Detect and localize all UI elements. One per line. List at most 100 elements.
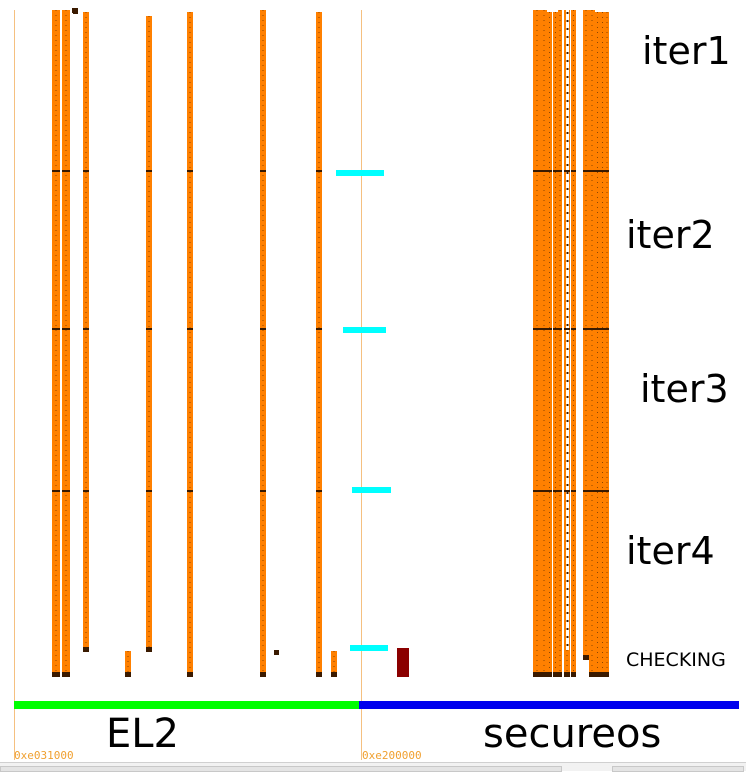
iteration-separator (605, 490, 609, 492)
iteration-separator (83, 490, 89, 492)
label-iter3: iter3 (640, 367, 729, 411)
iteration-separator (533, 170, 541, 172)
iteration-separator (52, 328, 60, 330)
access-endpoint (62, 672, 70, 677)
iteration-separator (571, 170, 576, 172)
iteration-separator (589, 490, 595, 492)
iteration-separator (547, 170, 552, 172)
access-endpoint (187, 672, 193, 677)
iteration-separator (52, 490, 60, 492)
access-column (316, 12, 322, 677)
access-endpoint (553, 672, 558, 677)
access-point (274, 650, 279, 655)
access-column (533, 10, 541, 677)
iteration-separator (595, 490, 600, 492)
region-bar-secureos (359, 701, 739, 709)
iteration-separator (564, 328, 570, 330)
access-column (187, 12, 193, 677)
access-column (541, 10, 547, 677)
iteration-separator (583, 328, 589, 330)
iteration-separator (605, 170, 609, 172)
access-endpoint (589, 672, 595, 677)
access-column (558, 10, 562, 677)
access-endpoint (541, 672, 547, 677)
access-column (52, 10, 60, 677)
access-endpoint (583, 655, 589, 660)
label-iter1: iter1 (642, 29, 731, 73)
iteration-separator (146, 328, 152, 330)
iteration-separator (605, 328, 609, 330)
iteration-separator (553, 490, 558, 492)
iteration-separator (52, 170, 60, 172)
iteration-separator (316, 490, 322, 492)
iteration-separator (541, 490, 547, 492)
iteration-separator (187, 170, 193, 172)
access-column (125, 651, 131, 677)
access-column (571, 10, 576, 677)
access-endpoint (125, 672, 131, 677)
iteration-separator (558, 170, 562, 172)
iteration-separator (541, 170, 547, 172)
iteration-separator (553, 170, 558, 172)
access-endpoint (600, 672, 605, 677)
iteration-separator (571, 328, 576, 330)
access-endpoint (52, 672, 60, 677)
access-column (600, 12, 605, 677)
iteration-separator (541, 328, 547, 330)
label-iter4: iter4 (626, 529, 715, 573)
access-endpoint (260, 672, 266, 677)
access-column (260, 10, 266, 677)
access-column (553, 12, 558, 677)
iteration-separator (260, 328, 266, 330)
iteration-separator (571, 490, 576, 492)
access-endpoint (605, 672, 609, 677)
iteration-separator (600, 170, 605, 172)
scrollbar-segment[interactable] (612, 766, 744, 772)
address-start: 0xe031000 (14, 749, 74, 762)
checking-event (397, 648, 409, 677)
iteration-separator (533, 490, 541, 492)
access-endpoint (595, 672, 600, 677)
iteration-separator (533, 328, 541, 330)
iteration-separator (589, 328, 595, 330)
access-endpoint (146, 647, 152, 652)
access-endpoint (564, 672, 570, 677)
access-endpoint (533, 672, 541, 677)
iteration-separator (83, 328, 89, 330)
iteration-separator (146, 490, 152, 492)
iteration-separator (558, 328, 562, 330)
region-bar-el2 (14, 701, 359, 709)
iteration-separator (62, 490, 70, 492)
iteration-marker (343, 327, 386, 333)
iteration-separator (547, 490, 552, 492)
access-endpoint (558, 672, 562, 677)
access-endpoint (316, 672, 322, 677)
iteration-separator (583, 170, 589, 172)
access-column (146, 16, 152, 652)
iteration-separator (553, 328, 558, 330)
iteration-marker (336, 170, 384, 176)
access-column (331, 651, 337, 677)
iteration-separator (187, 328, 193, 330)
label-iter2: iter2 (626, 213, 715, 257)
access-column (605, 12, 609, 677)
region-label-el2: EL2 (106, 711, 180, 757)
access-column (62, 10, 70, 677)
iteration-separator (595, 328, 600, 330)
iteration-separator (564, 170, 570, 172)
iteration-separator (62, 328, 70, 330)
access-point (73, 10, 78, 14)
iteration-separator (600, 328, 605, 330)
iteration-separator (564, 490, 570, 492)
scrollbar-segment[interactable] (0, 766, 562, 772)
iteration-separator (558, 490, 562, 492)
iteration-separator (146, 170, 152, 172)
iteration-separator (316, 328, 322, 330)
iteration-separator (83, 170, 89, 172)
iteration-separator (260, 490, 266, 492)
iteration-separator (595, 170, 600, 172)
iteration-separator (260, 170, 266, 172)
iteration-separator (547, 328, 552, 330)
